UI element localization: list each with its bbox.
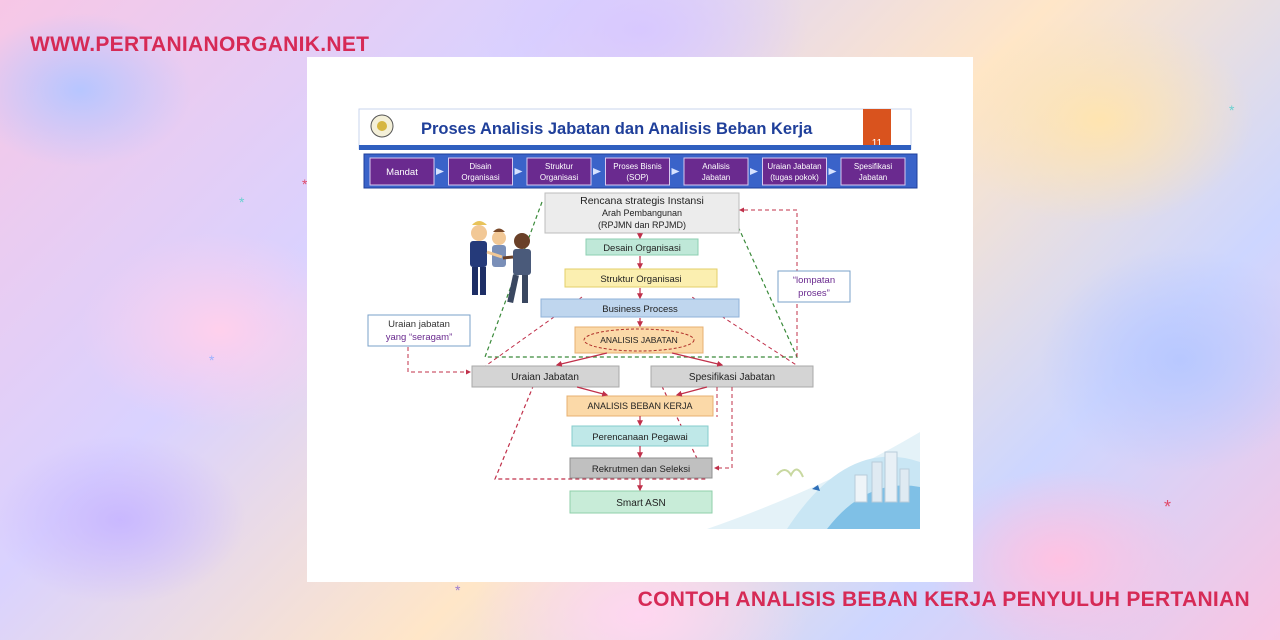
note-lompatan-proses	[777, 270, 851, 303]
step-label: Struktur	[545, 162, 573, 171]
step-1: Mandat	[369, 157, 435, 186]
svg-text:Business Process: Business Process	[602, 304, 678, 315]
step-arrow-icon	[750, 168, 758, 175]
step-4: Proses Bisnis (SOP)	[605, 157, 670, 186]
svg-text:Arah Pembangunan: Arah Pembangunan	[602, 208, 682, 218]
step-sublabel: (tugas pokok)	[770, 173, 819, 182]
slide-title: Proses Analisis Jabatan dan Analisis Beb…	[421, 120, 813, 138]
step-label: Spesifikasi	[854, 162, 892, 171]
step-sublabel: Jabatan	[702, 173, 730, 182]
svg-text:Uraian jabatan: Uraian jabatan	[388, 319, 450, 330]
star-icon: *	[455, 582, 461, 598]
note-uraian-seragam	[367, 314, 471, 347]
step-sublabel: Organisasi	[540, 173, 578, 182]
svg-text:Uraian Jabatan: Uraian Jabatan	[511, 372, 579, 383]
svg-text:Smart ASN: Smart ASN	[616, 498, 665, 509]
step-label: Uraian Jabatan	[767, 162, 821, 171]
city-illustration	[707, 432, 920, 529]
svg-text:ANALISIS JABATAN: ANALISIS JABATAN	[600, 335, 678, 345]
step-arrow-icon	[436, 168, 444, 175]
step-sublabel: Jabatan	[859, 173, 887, 182]
svg-text:Rekrutmen dan Seleksi: Rekrutmen dan Seleksi	[592, 464, 690, 475]
svg-text:Perencanaan Pegawai: Perencanaan Pegawai	[592, 432, 688, 443]
site-name[interactable]: WWW.PERTANIANORGANIK.NET	[30, 33, 370, 56]
uraian-jabatan-box	[471, 365, 620, 388]
step-6: Uraian Jabatan (tugas pokok)	[762, 157, 827, 186]
step-arrow-icon	[828, 168, 837, 175]
svg-text:Struktur Organisasi: Struktur Organisasi	[600, 274, 681, 285]
star-icon: *	[239, 194, 245, 210]
step-label: Analisis	[702, 162, 730, 171]
svg-text:“lompatan: “lompatan	[793, 275, 835, 286]
star-icon: *	[209, 352, 215, 368]
svg-text:ANALISIS BEBAN KERJA: ANALISIS BEBAN KERJA	[587, 401, 692, 411]
svg-text:yang “seragam”: yang “seragam”	[386, 332, 453, 343]
svg-text:proses”: proses”	[798, 288, 830, 299]
process-diagram: Proses Analisis Jabatan dan Analisis Beb…	[358, 108, 920, 529]
star-icon: *	[302, 176, 308, 192]
step-arrow-icon	[671, 168, 680, 175]
step-label: Proses Bisnis	[613, 162, 661, 171]
svg-text:Spesifikasi Jabatan: Spesifikasi Jabatan	[689, 372, 775, 383]
handshake-people-illustration	[470, 221, 531, 304]
star-icon: *	[1164, 497, 1172, 517]
svg-text:Rencana strategis Instansi: Rencana strategis Instansi	[580, 195, 704, 207]
step-arrow-icon	[593, 168, 601, 175]
step-arrow-icon	[514, 168, 523, 175]
slide-number-tab	[863, 109, 891, 149]
step-sublabel: Organisasi	[461, 173, 499, 182]
slide-image[interactable]: Proses Analisis Jabatan dan Analisis Beb…	[307, 57, 973, 582]
slide-number: 11	[872, 138, 883, 149]
step-label: Disain	[469, 162, 491, 171]
svg-text:(RPJMN dan RPJMD): (RPJMN dan RPJMD)	[598, 220, 686, 230]
star-icon: *	[1229, 102, 1235, 118]
step-sublabel: (SOP)	[626, 173, 649, 182]
rencana-strategis-box	[544, 192, 740, 234]
step-label: Mandat	[386, 167, 418, 178]
svg-text:Desain Organisasi: Desain Organisasi	[603, 243, 681, 254]
article-title[interactable]: CONTOH ANALISIS BEBAN KERJA PENYULUH PER…	[637, 588, 1250, 611]
